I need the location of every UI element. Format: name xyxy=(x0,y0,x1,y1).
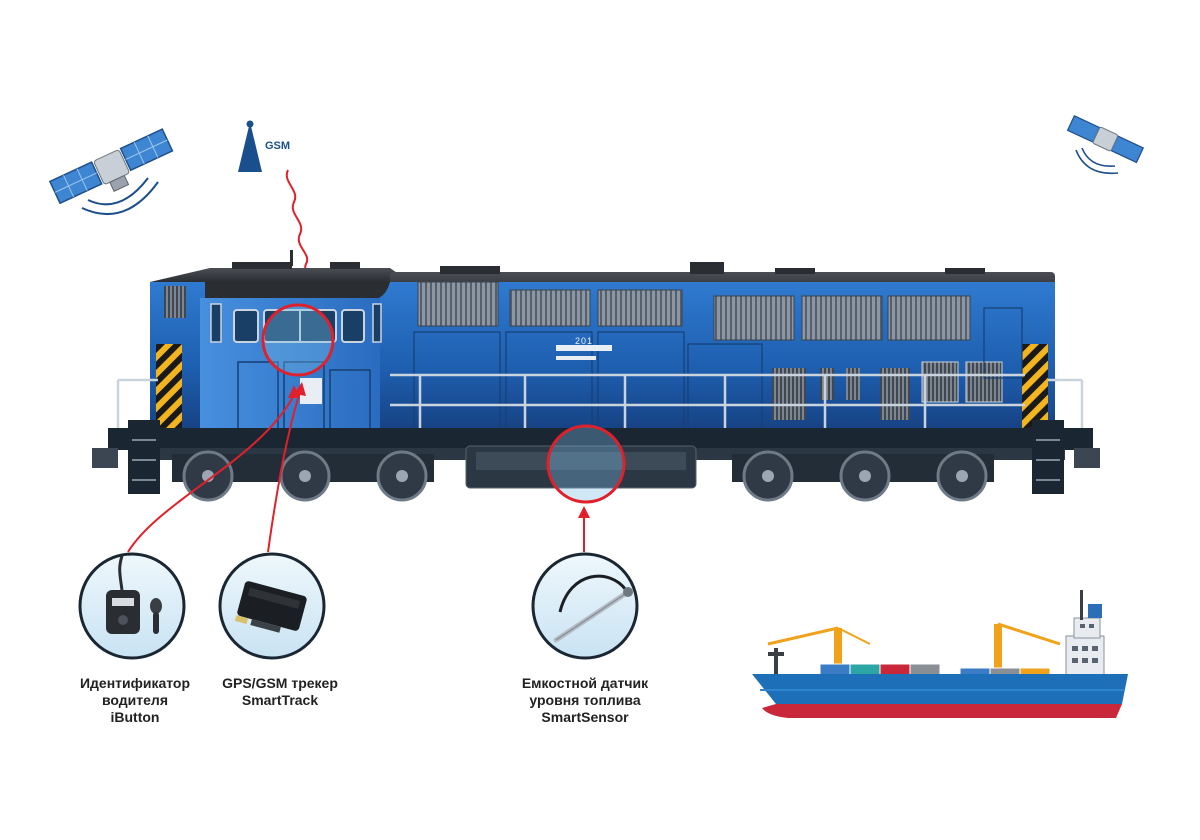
sensor-caption-line-2: уровня топлива xyxy=(529,692,641,708)
ibutton-caption-line-1: Идентификатор xyxy=(79,675,191,691)
locomotive xyxy=(92,250,1100,502)
ibutton-caption-line-3: iButton xyxy=(110,709,160,725)
connector-tracker xyxy=(267,382,306,553)
sensor-caption-line-1: Емкостной датчик xyxy=(521,675,649,691)
ibutton-callout xyxy=(78,552,186,660)
tracker-highlight-circle xyxy=(261,303,335,377)
ibutton-caption: Идентификатор водителя iButton xyxy=(55,675,215,726)
gsm-label: GSM xyxy=(265,140,291,152)
satellite-icon-right xyxy=(1066,114,1145,175)
ibutton-caption-line-2: водителя xyxy=(102,692,168,708)
tracker-caption-line-1: GPS/GSM трекер xyxy=(222,675,338,691)
connector-sensor xyxy=(578,506,590,552)
satellite-icon-left xyxy=(48,128,174,216)
sensor-highlight-circle xyxy=(546,424,626,504)
sensor-callout xyxy=(531,552,639,660)
loco-number: 201 xyxy=(575,336,594,346)
tracker-caption: GPS/GSM трекер SmartTrack xyxy=(200,675,360,709)
sensor-caption: Емкостной датчик уровня топлива SmartSen… xyxy=(495,675,675,726)
cargo-ship xyxy=(752,590,1128,718)
tracker-caption-line-2: SmartTrack xyxy=(241,692,319,708)
tracker-callout xyxy=(218,552,326,660)
sensor-caption-line-3: SmartSensor xyxy=(541,709,629,725)
gsm-antenna-icon xyxy=(238,120,262,172)
connector-ibutton xyxy=(127,385,300,553)
